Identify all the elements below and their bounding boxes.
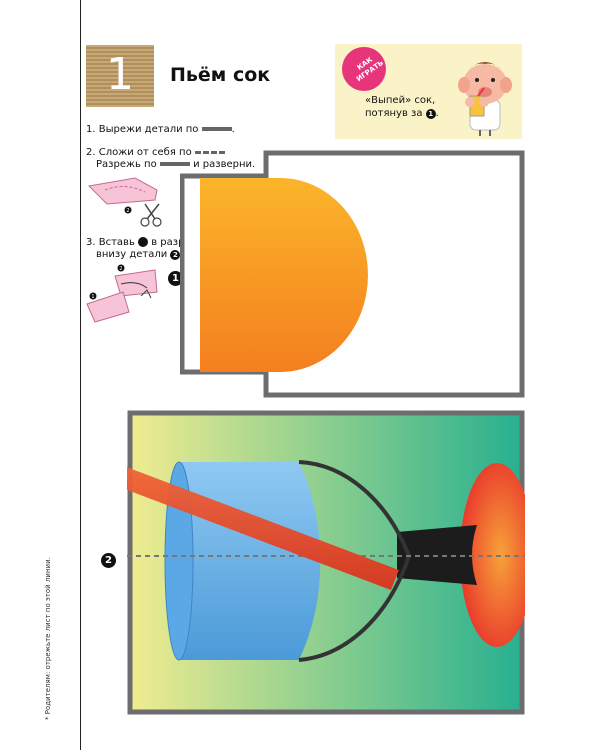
fold-cut-illustration: 2 [87, 177, 162, 227]
red-glass-base [460, 463, 525, 647]
scissors-step-marker: 2 [126, 208, 129, 214]
solid-cut-line-icon [159, 162, 190, 166]
dashed-fold-line-icon [194, 150, 225, 154]
step-2-line2: Разрежь по и разверни. [86, 159, 255, 171]
scissors-icon [140, 217, 150, 227]
insert-step-marker-a: 2 [119, 266, 122, 272]
orange-pull-tab [200, 178, 368, 372]
how-to-play-text: «Выпей» сок, потянув за 1. [365, 94, 439, 120]
step-3-number: 3. [86, 237, 96, 248]
margin-note: * Родителям: отрежьте лист по этой линии… [44, 557, 52, 720]
step-3-line2-text: внизу детали [96, 249, 168, 260]
step-1: 1. Вырежи детали по . [86, 124, 235, 136]
insert-illustration: 2 1 [86, 264, 158, 323]
step-2-text: Сложи от себя по [98, 147, 192, 158]
tab-marker-1: 1 [168, 271, 183, 286]
insert-step-marker-b: 1 [91, 294, 94, 300]
glass-cut-line [298, 460, 411, 557]
step-2-number: 2. [86, 147, 96, 158]
step-1-text: Вырежи детали по [98, 124, 199, 135]
solid-cut-line-icon [201, 127, 232, 131]
step-3-line1: 3. Вставь в разрез [86, 237, 196, 249]
part-marker-2: 2 [101, 553, 116, 568]
section-number-box: 1 [86, 45, 154, 107]
juice-glass-card [127, 410, 525, 715]
step-3-marker: 2 [170, 250, 181, 260]
step-2-line2-prefix: Разрежь по [96, 159, 157, 170]
boy-drinking-icon [458, 62, 512, 136]
pull-tab-card [180, 150, 525, 398]
tab-dot-icon [138, 237, 149, 247]
red-straw [127, 467, 399, 590]
how-to-play-line1: «Выпей» сок, [365, 95, 436, 106]
how-to-play-line2: потянув за 1. [365, 108, 439, 119]
step-3-text: Вставь [98, 237, 135, 248]
step-3-text-after-dot: в разрез [151, 237, 196, 248]
how-to-play-marker: 1 [425, 109, 436, 119]
step-1-number: 1. [86, 124, 96, 135]
step-2: 2. Сложи от себя по Разрежь по и разверн… [86, 147, 255, 171]
step-2-line1: 2. Сложи от себя по [86, 147, 255, 159]
page-title: Пьём сок [170, 64, 271, 86]
step-1-suffix: . [231, 124, 235, 135]
cut-line [80, 0, 81, 750]
how-to-play-line2-text: потянув за [365, 108, 423, 119]
glass-bowl [179, 462, 321, 660]
section-number: 1 [106, 49, 134, 100]
step-2-line2-suffix: и разверни. [193, 159, 256, 170]
how-to-play-badge: КАК ИГРАТЬ [342, 47, 386, 91]
